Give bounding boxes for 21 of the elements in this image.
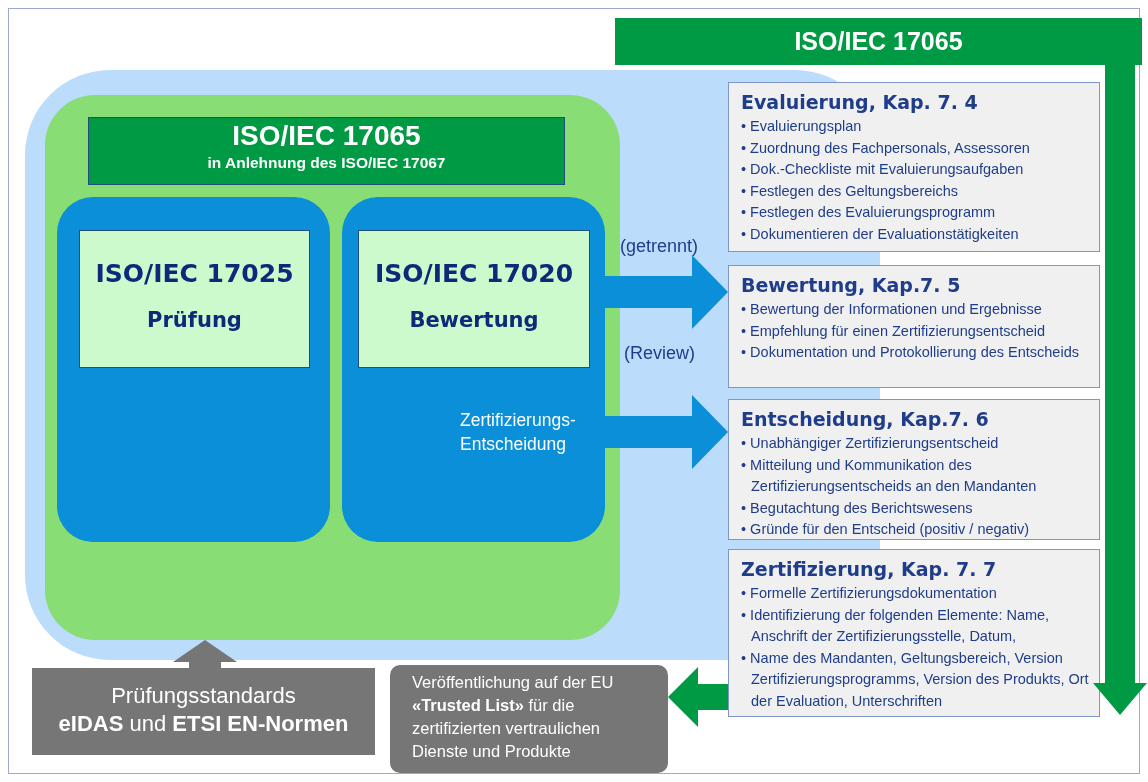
rounded-panel xyxy=(342,197,605,542)
panel-text: Zertifizierungs- Entscheidung xyxy=(460,409,577,456)
chapter-box: Bewertung, Kap.7. 5 • Bewertung der Informationen und Ergebnisse • Empfehlung für einen Zertifizierungsentscheid • Dokumentation und Protokollierung des Entscheids xyxy=(728,265,1100,388)
rounded-panel xyxy=(57,197,330,542)
standards-box: Prüfungsstandards eIDAS und ETSI EN-Normen xyxy=(32,668,375,755)
chapter-box: Entscheidung, Kap.7. 6 • Unabhängiger Zertifizierungsentscheid • Mitteilung und Kommunikation des Zertifizierungsentscheids an den Mandanten • Begutachtung des Berichtswesens • Gründe für den Entscheid (positiv / negativ) xyxy=(728,399,1100,540)
chapter-box: Zertifizierung, Kap. 7. 7 • Formelle Zertifizierungsdokumentation • Identifizierung der folgenden Elemente: Name, Anschrift der Zertifizierungsstelle, Datum, • Name des Mandanten, Geltungsbereich, Version Zertifizierungsprogramms, Version des Produkts, Ort der Evaluation, Unterschriften xyxy=(728,549,1100,717)
block-arrow xyxy=(173,640,237,668)
scroll-banner: Veröffentlichung auf der EU «Trusted List» für die zertifizierten vertraulichen Dienste und Produkte xyxy=(390,665,668,773)
block-arrow xyxy=(605,395,728,469)
block-arrow xyxy=(605,255,728,329)
block-arrow xyxy=(1093,65,1147,715)
standard-group-panel xyxy=(45,95,620,640)
arrow-note: (Review) xyxy=(624,343,695,364)
chapter-box: Evaluierung, Kap. 7. 4 • Evaluierungsplan • Zuordnung des Fachpersonals, Assessoren • Dok.-Checkliste mit Evaluierungsaufgaben • Festlegen des Geltungsbereichs • Festlegen des Evaluierungsprogramm • Dokumentieren der Evaluationstätigkeiten xyxy=(728,82,1100,252)
standard-box: ISO/IEC 17020 Bewertung xyxy=(358,230,590,368)
standard-header-box: ISO/IEC 17065 in Anlehnung des ISO/IEC 17067 xyxy=(88,117,565,185)
standard-box: ISO/IEC 17025 Prüfung xyxy=(79,230,310,368)
block-arrow xyxy=(668,667,728,727)
standard-band: ISO/IEC 17065 xyxy=(615,18,1142,65)
arrow-note: (getrennt) xyxy=(620,236,699,257)
